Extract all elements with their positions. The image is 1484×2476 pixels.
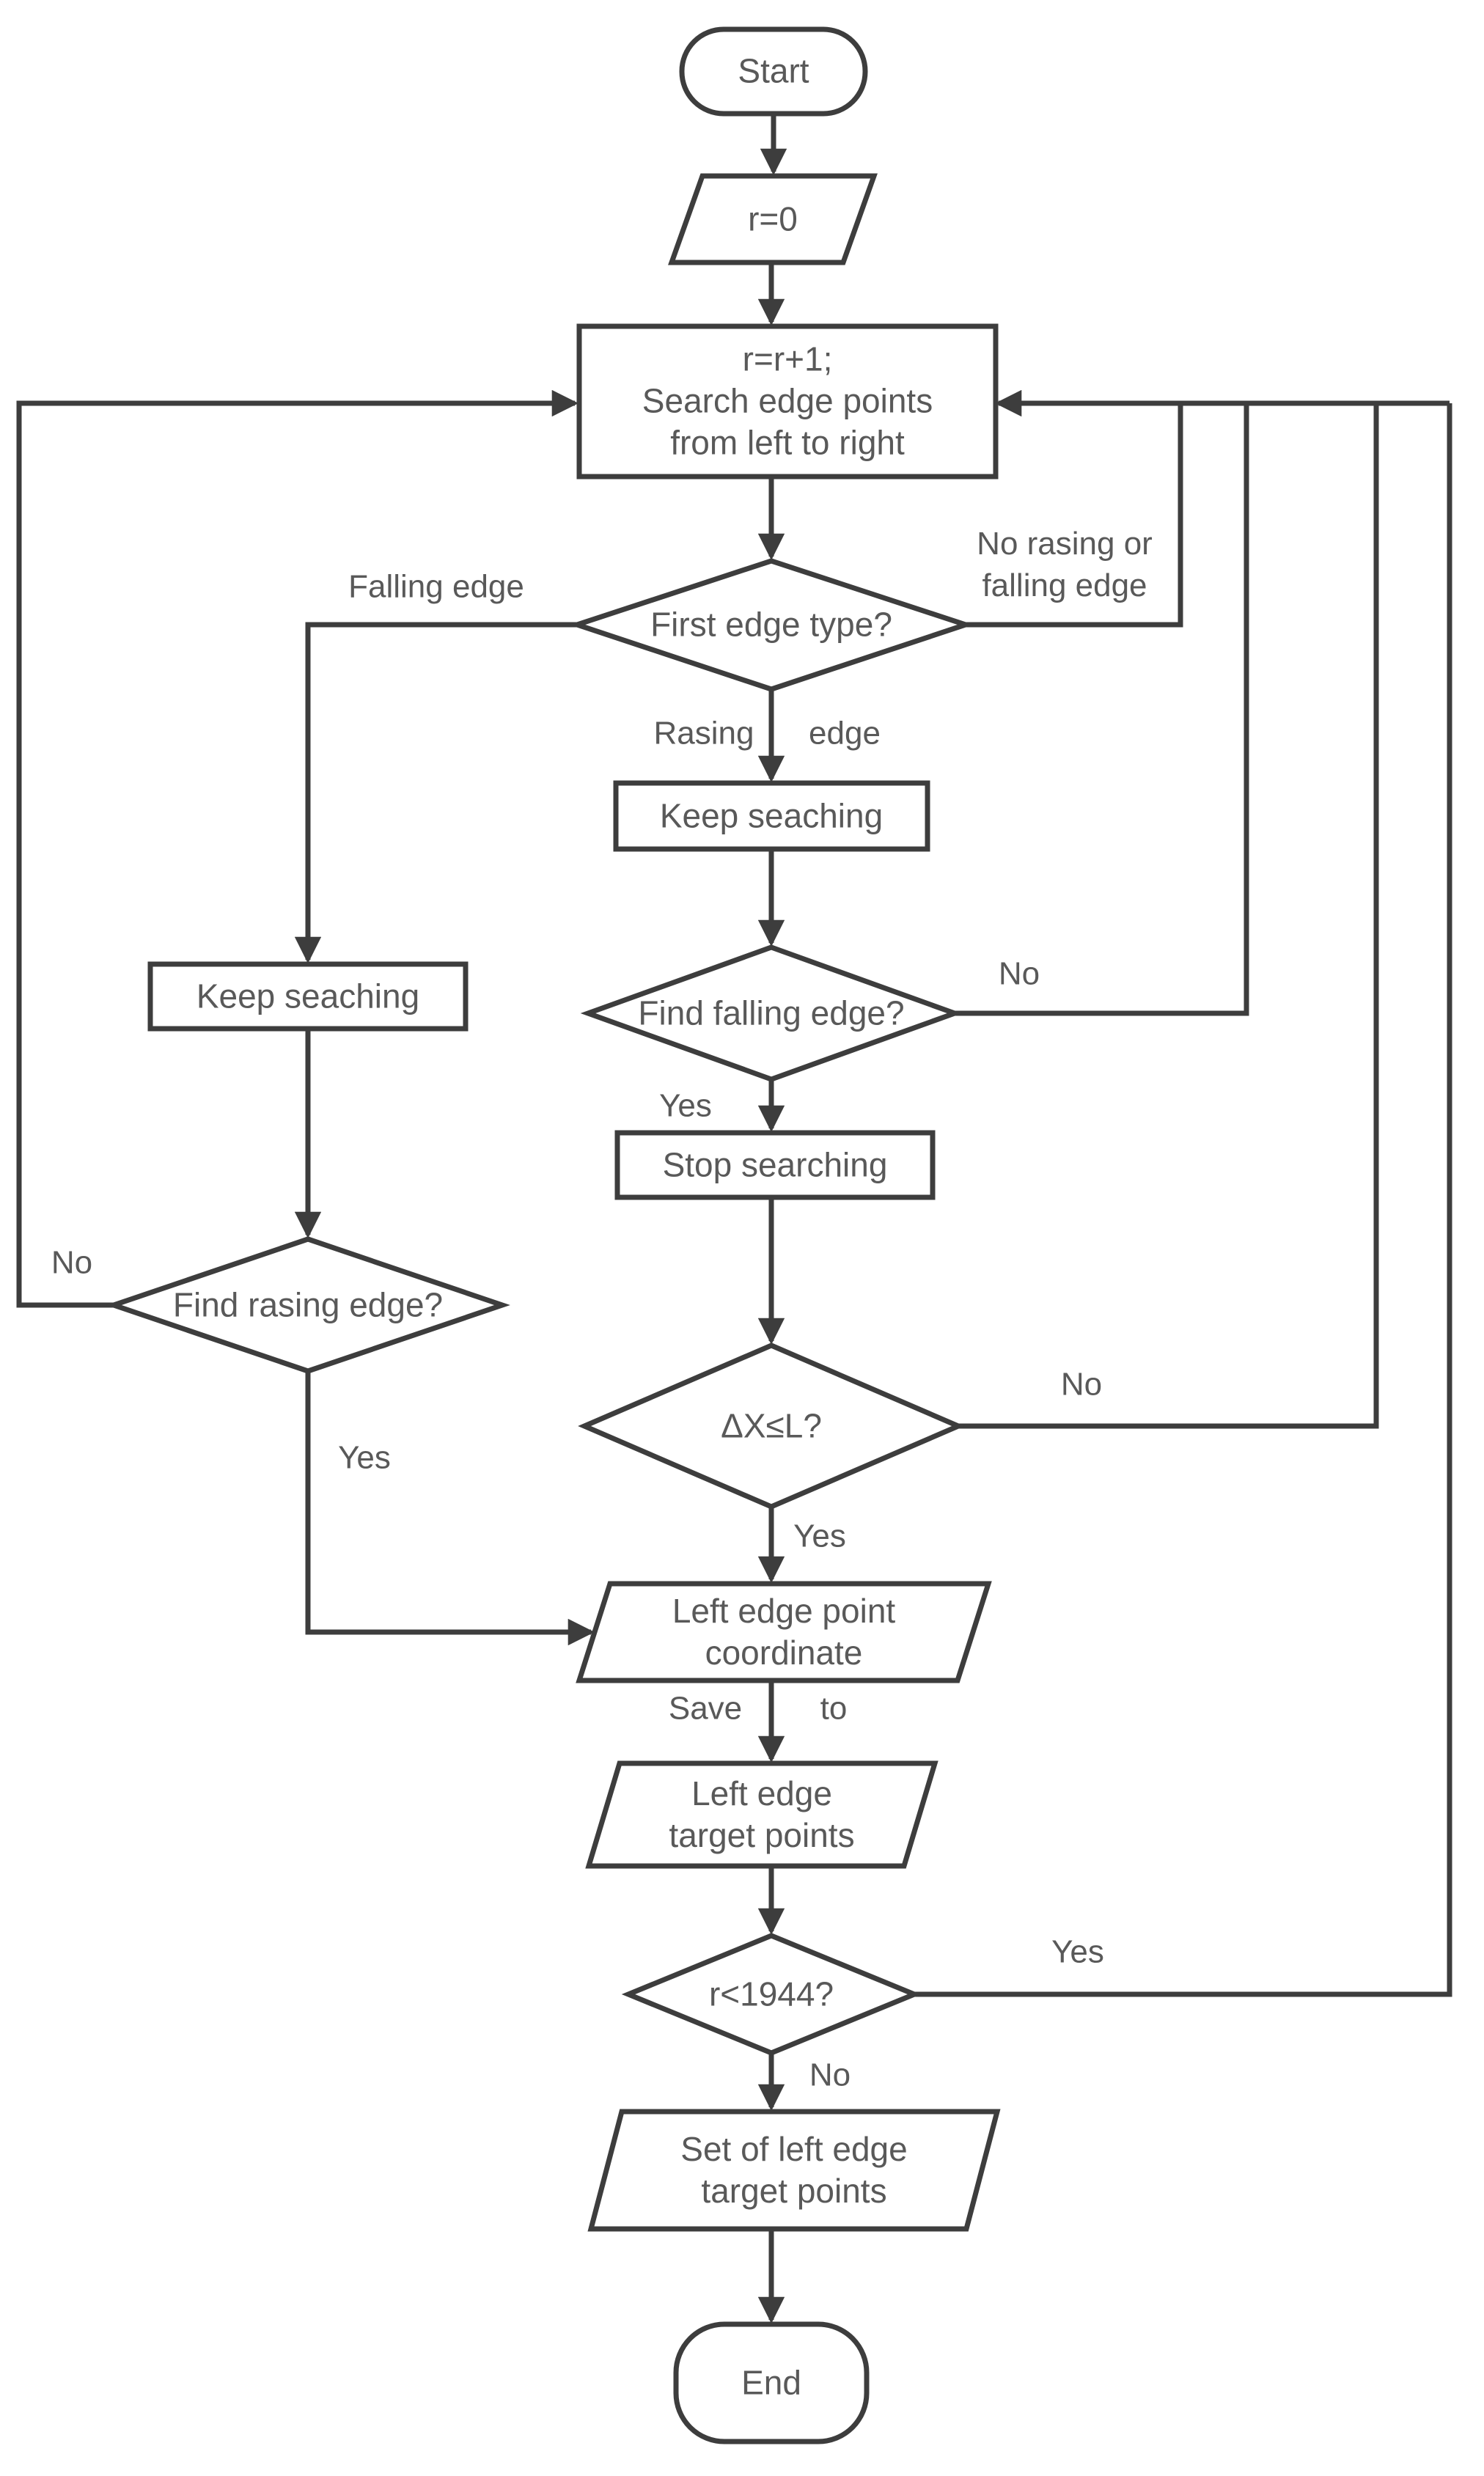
init-node-label: r=0: [748, 199, 798, 238]
left-edge-target-points-line1: Left edge: [691, 1774, 832, 1812]
search-node-label-line1: r=r+1;: [742, 339, 833, 378]
row-check-node-label: r<1944?: [708, 1974, 834, 2013]
edge-row-yes: [914, 403, 1452, 1997]
set-of-left-edge-target-points-line2: target points: [701, 2172, 887, 2210]
left-edge-point-coordinate-line1: Left edge point: [672, 1592, 896, 1630]
delta-x-check-node-shape: [578, 1342, 965, 1510]
keep-searching-left-node-shape: [147, 961, 469, 1032]
set-of-left-edge-target-points-line1: Set of left edge: [680, 2130, 908, 2168]
left-edge-target-points-node-label: Left edge target points: [669, 1773, 854, 1856]
edge-no-rasing-or-falling: [966, 403, 1183, 628]
left-edge-target-points-node-shape: [585, 1760, 938, 1869]
end-node-label: End: [741, 2363, 801, 2402]
keep-searching-center-node-shape: [613, 780, 930, 852]
save-to-label-word1: Save: [668, 1690, 743, 1727]
left-edge-point-coordinate-line2: coordinate: [705, 1634, 863, 1672]
left-edge-target-points-line2: target points: [669, 1816, 855, 1854]
start-node-shape: [679, 26, 868, 117]
find-falling-edge-node-shape: [580, 944, 963, 1082]
stop-searching-node-label: Stop searching: [662, 1145, 888, 1184]
edge-find-falling-no: [955, 403, 1249, 1016]
search-node-label: r=r+1; Search edge points from left to r…: [642, 339, 933, 464]
delta-no-label: No: [1060, 1366, 1103, 1403]
row-no-label: No: [809, 2057, 851, 2093]
first-edge-type-node-shape: [568, 558, 974, 692]
find-rasing-no-label: No: [51, 1244, 93, 1281]
keep-searching-center-node-label: Keep seaching: [659, 796, 884, 835]
start-node-label: Start: [738, 51, 809, 90]
edge-falling-edge: [294, 622, 577, 964]
delta-x-check-node-label: ΔX≤L?: [721, 1406, 822, 1445]
rasing-edge-label-word1: Rasing: [653, 715, 754, 752]
search-node-label-line3: from left to right: [670, 423, 905, 462]
find-rasing-edge-node-shape: [106, 1236, 510, 1374]
rasing-edge-label-word2: edge: [809, 715, 881, 752]
find-falling-edge-node-label: Find falling edge?: [638, 993, 905, 1032]
keep-searching-left-node-label: Keep seaching: [196, 977, 420, 1015]
row-yes-label: Yes: [1051, 1933, 1104, 1970]
end-node-shape: [673, 2321, 870, 2444]
find-falling-no-label: No: [998, 955, 1040, 992]
edge-delta-no: [958, 403, 1379, 1429]
init-node-shape: [668, 173, 878, 265]
left-edge-point-coordinate-node-shape: [576, 1581, 992, 1683]
no-rasing-or-falling-edge-line2: falling edge: [982, 567, 1147, 603]
falling-edge-label: Falling edge: [348, 568, 524, 605]
first-edge-type-node-label: First edge type?: [650, 605, 892, 644]
no-rasing-or-falling-edge-label: No rasing or falling edge: [977, 523, 1153, 606]
delta-yes-label: Yes: [793, 1518, 846, 1554]
find-falling-yes-label: Yes: [659, 1087, 712, 1124]
set-of-left-edge-target-points-node-shape: [587, 2109, 1001, 2232]
row-check-node-shape: [621, 1933, 922, 2056]
search-node-shape: [576, 323, 999, 480]
stop-searching-node-shape: [614, 1130, 936, 1200]
set-of-left-edge-target-points-node-label: Set of left edge target points: [680, 2128, 907, 2212]
save-to-label-word2: to: [820, 1690, 848, 1727]
edge-find-rasing-no-feedback: [16, 389, 579, 1308]
find-rasing-yes-label: Yes: [338, 1439, 391, 1476]
search-node-label-line2: Search edge points: [642, 381, 933, 420]
left-edge-point-coordinate-node-label: Left edge point coordinate: [672, 1590, 895, 1674]
no-rasing-or-falling-edge-line1: No rasing or: [977, 526, 1153, 562]
find-rasing-edge-node-label: Find rasing edge?: [172, 1285, 444, 1324]
edge-find-rasing-yes: [305, 1371, 595, 1646]
